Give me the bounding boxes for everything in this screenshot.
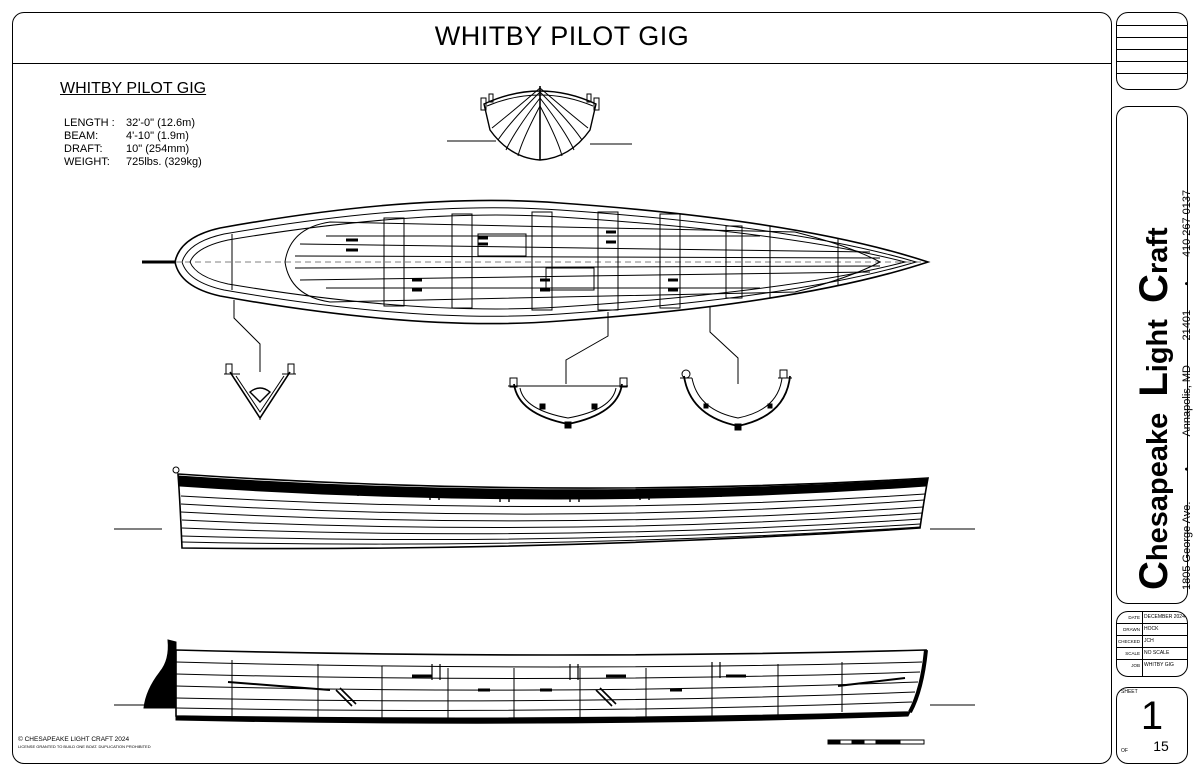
revision-line [1117,25,1187,26]
plan-view [142,199,931,325]
page-title: WHITBY PILOT GIG [434,21,690,51]
zip: 21401 [1181,309,1193,341]
company-title-block [1116,106,1188,604]
of-label: OF [1121,748,1128,754]
company-address: 1805 George Ave. • Annapolis, MD 21401 •… [1181,110,1193,590]
info-divider [1142,612,1143,676]
drawing-frame: WHITBY PILOT GIG [12,12,1112,764]
section-leaders [233,300,739,384]
title-bar: WHITBY PILOT GIG [13,13,1111,64]
spec-value: 32'-0" (12.6m) [126,117,195,129]
city: Annapolis, MD [1181,364,1193,437]
sheet-number: 1 [1140,694,1164,738]
license-text: LICENSE GRANTED TO BUILD ONE BOAT. DUPLI… [18,744,151,749]
inboard-profile [114,639,975,724]
spec-draft: DRAFT: 10" (254mm) [64,143,189,156]
section-bow [224,363,296,420]
spec-beam: BEAM: 4'-10" (1.9m) [64,130,189,143]
bullet-icon: • [1181,467,1193,471]
bullet-icon: • [1181,281,1193,286]
spec-label: WEIGHT: [64,156,110,168]
spec-value: 10" (254mm) [126,143,190,155]
copyright-notice: © CHESAPEAKE LIGHT CRAFT 2024 LICENSE GR… [18,736,151,750]
street-address: 1805 George Ave. [1181,501,1193,590]
sheet-total: 15 [1153,738,1169,754]
revision-line [1117,73,1187,74]
copyright-text: CHESAPEAKE LIGHT CRAFT 2024 [24,736,130,743]
company-name: Chesapeake Light Craft [1132,227,1176,590]
spec-label: LENGTH : [64,117,115,129]
bow-view [447,86,632,161]
profile-view [114,466,975,550]
spec-value: 725lbs. (329kg) [126,156,202,168]
section-mid [508,377,628,429]
spec-weight: WEIGHT: 725lbs. (329kg) [64,156,202,169]
spec-value: 4'-10" (1.9m) [126,130,189,142]
revision-line [1117,61,1187,62]
sheet-label: SHEET [1121,689,1138,695]
scale-bar [827,739,925,745]
spec-heading: WHITBY PILOT GIG [60,80,207,97]
revision-line [1117,49,1187,50]
revision-line [1117,37,1187,38]
spec-label: DRAFT: [64,143,103,155]
copyright-icon: © [18,736,23,743]
revision-box [1116,12,1188,90]
company-block-text: Chesapeake Light Craft 1805 George Ave. … [1132,110,1193,590]
sheet-box: SHEET 1 OF 15 [1116,687,1188,764]
section-aft [680,369,792,431]
boat-drawing [114,86,975,745]
spec-label: BEAM: [64,130,99,142]
spec-length: LENGTH : 32'-0" (12.6m) [64,117,195,130]
phone: 410 267 0137 [1181,189,1193,258]
